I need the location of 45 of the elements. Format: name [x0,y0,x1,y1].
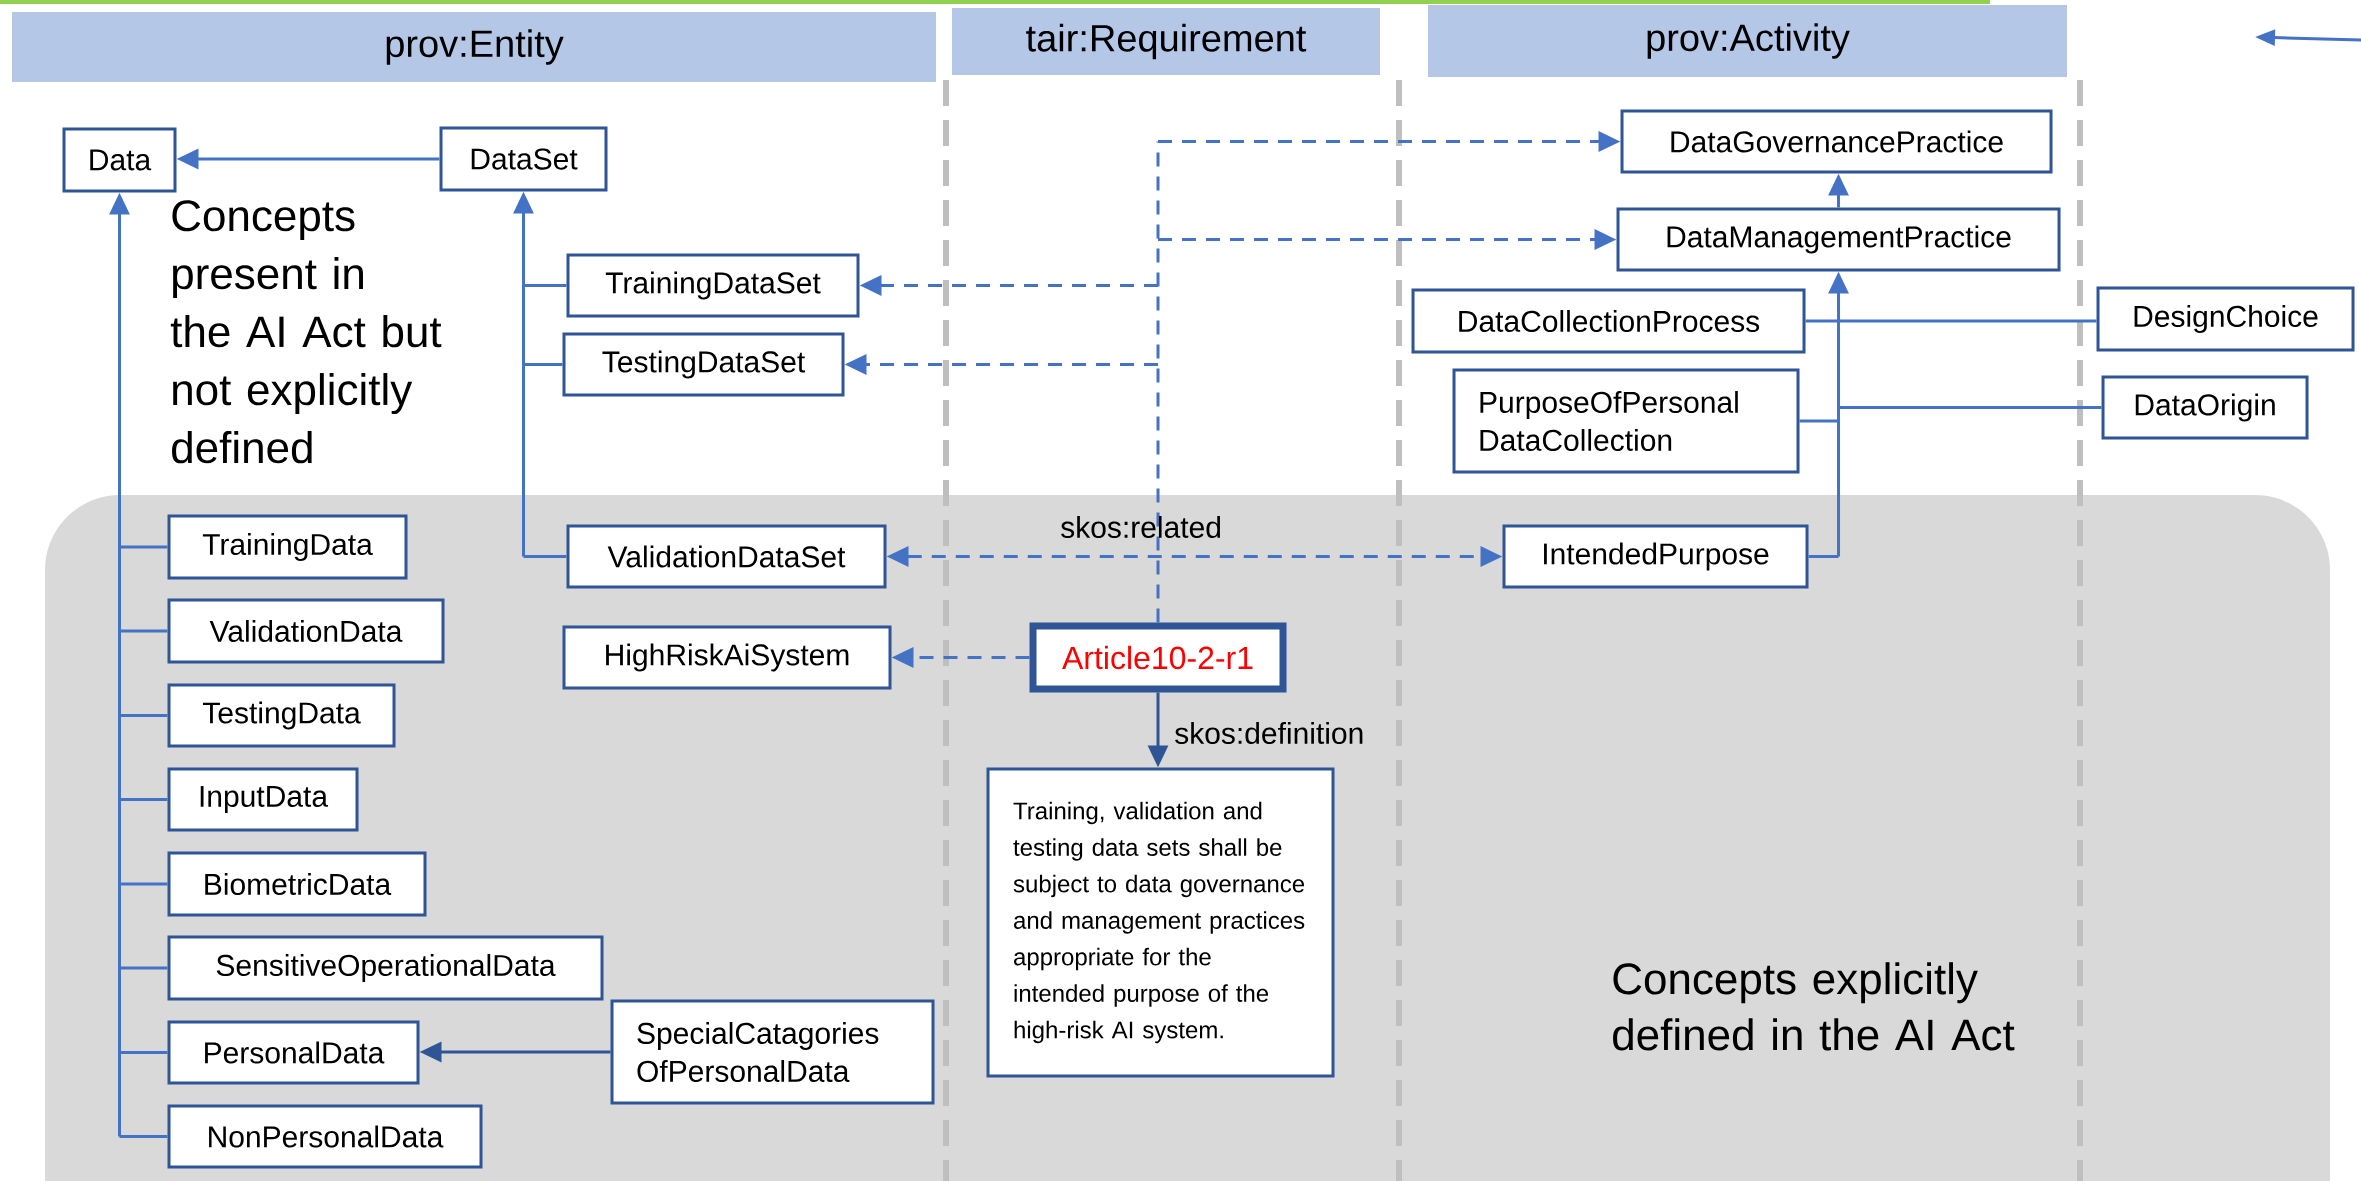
class-box: NonPersonalData [167,1104,483,1169]
connector-line [119,545,168,549]
connector-line [119,629,168,633]
header-band: prov:Activity [1428,5,2068,77]
connector-line [119,798,168,801]
connector-line [119,882,168,886]
class-box: PurposeOfPersonal DataCollection [1452,368,1800,474]
connector-line [1799,419,1839,423]
header-band: tair:Requirement [952,8,1380,75]
class-box: HighRiskAiSystem [562,625,892,690]
class-box: PersonalData [167,1020,420,1085]
definition-box: Training, validation and testing data sets shall be subject to data governance and management practices appropriate for the intended purpose of the high-risk AI system. [986,767,1335,1078]
class-box: BiometricData [167,851,427,917]
class-box: ValidationDataSet [566,524,887,589]
class-box: Data [62,127,177,193]
class-box: TestingData [167,683,396,748]
connector-line [523,363,563,366]
connector-line [119,1135,168,1138]
header-band: prov:Entity [12,12,936,82]
class-box: SensitiveOperationalData [167,935,604,1001]
connector-line [119,1051,168,1054]
connector-line [119,714,168,717]
class-box: DataCollectionProcess [1411,288,1806,354]
class-box: TestingDataSet [562,332,845,397]
class-box: TrainingDataSet [566,253,860,318]
connector-line [1156,141,1160,623]
note-text: Concepts present in the AI Act but not explicitly defined [170,200,442,464]
class-box: DataGovernancePractice [1620,109,2053,174]
connector-line [1838,406,2102,409]
class-box: DataSet [439,126,608,192]
class-box: InputData [167,767,359,832]
edge-label: skos:definition [1175,722,1363,745]
edge-label: skos:related [1061,516,1220,539]
class-box: DesignChoice [2096,286,2355,352]
requirement-box: Article10-2-r1 [1029,622,1287,693]
connector-line [523,555,567,558]
class-box: SpecialCatagories OfPersonalData [610,999,935,1105]
class-box: DataManagementPractice [1616,207,2061,272]
class-box: TrainingData [167,514,408,580]
connector-line [119,966,168,970]
class-box: ValidationData [167,598,445,664]
class-box: IntendedPurpose [1502,524,1809,589]
connector-line [523,284,567,287]
class-box: DataOrigin [2101,375,2309,440]
connector-line [1808,555,1839,558]
